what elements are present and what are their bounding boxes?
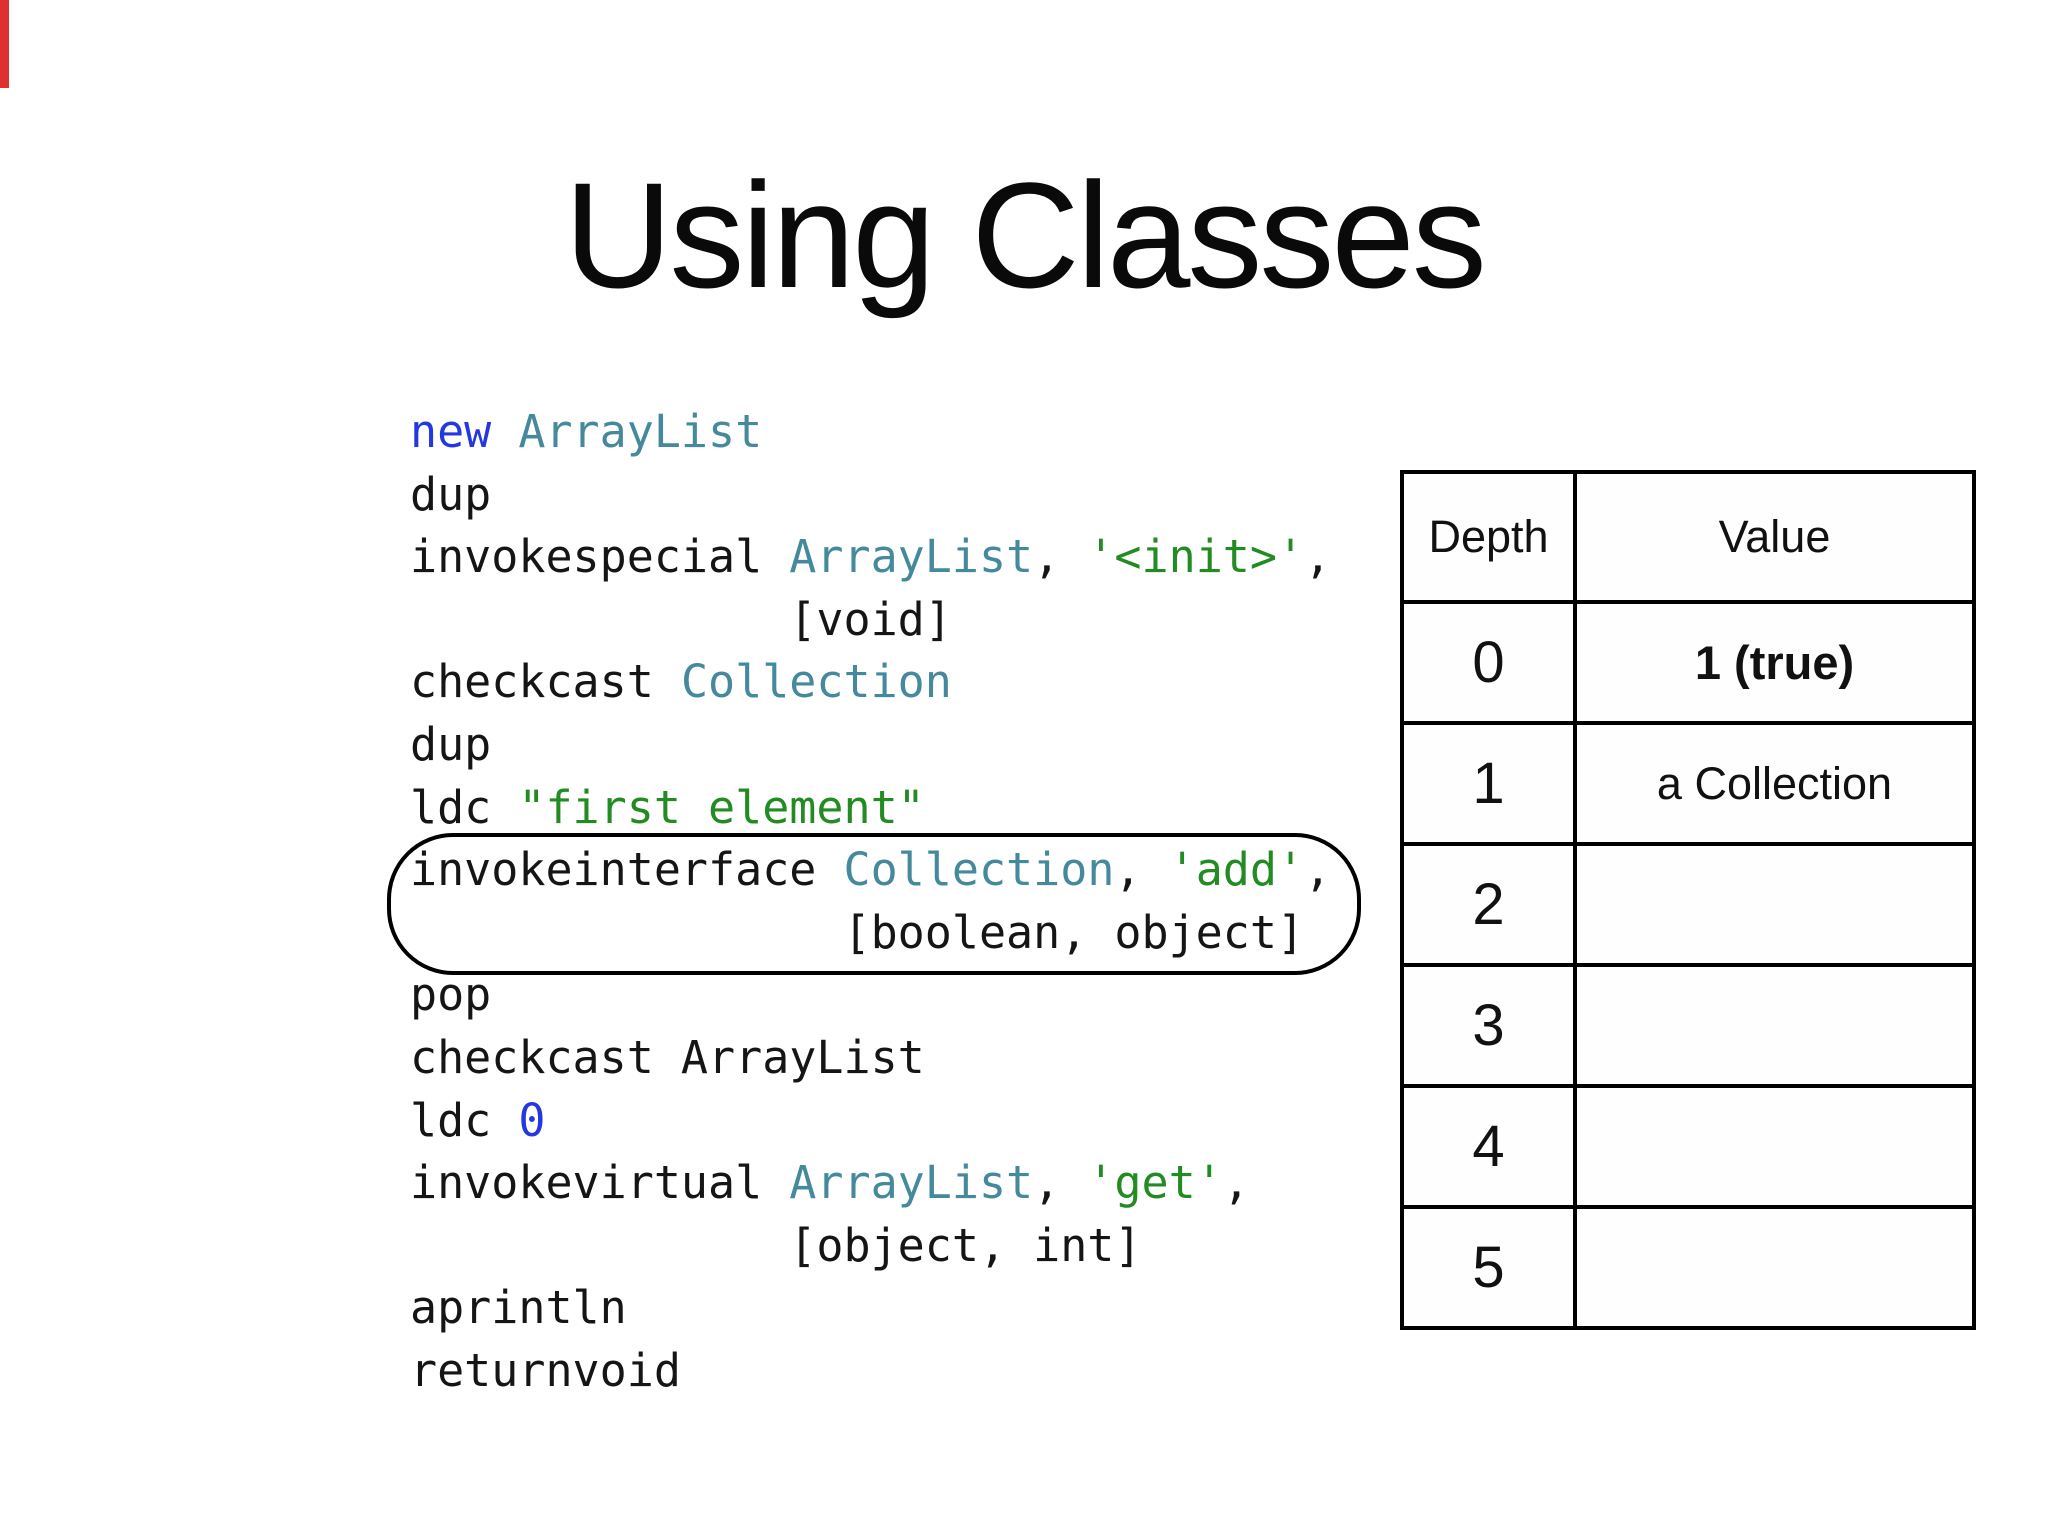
depth-column-header: Depth	[1400, 470, 1577, 604]
value-cell	[1573, 842, 1976, 967]
code-token-plain: [boolean, object]	[410, 905, 1305, 959]
table-row: 5	[1400, 1205, 1976, 1330]
invokeinterface-highlight-oval	[387, 833, 1361, 975]
code-token-plain: ,	[1222, 1156, 1250, 1210]
code-token-plain: dup	[410, 717, 492, 771]
code-token-string: '<init>'	[1087, 530, 1305, 584]
depth-cell: 0	[1400, 600, 1577, 725]
code-token-plain: ,	[1033, 1156, 1088, 1210]
code-token-plain: ,	[1033, 530, 1088, 584]
slide-title: Using Classes	[564, 151, 1487, 319]
depth-cell: 1	[1400, 721, 1577, 846]
value-cell	[1573, 1205, 1976, 1330]
code-line: checkcast Collection	[410, 651, 1331, 714]
code-line: dup	[410, 464, 1331, 527]
code-token-classname: ArrayList	[518, 405, 763, 458]
code-token-string: 'get'	[1087, 1156, 1223, 1210]
code-line: returnvoid	[410, 1340, 1331, 1403]
table-row: 4	[1400, 1084, 1976, 1209]
code-line: dup	[410, 714, 1331, 777]
code-token-plain: checkcast	[410, 655, 681, 709]
value-cell: 1 (true)	[1573, 600, 1976, 725]
value-cell	[1573, 963, 1976, 1088]
code-line: pop	[410, 964, 1331, 1027]
code-line: aprintln	[410, 1277, 1331, 1340]
code-token-plain: [object, int]	[410, 1218, 1142, 1272]
code-token-plain: dup	[410, 467, 492, 521]
value-cell: a Collection	[1573, 721, 1976, 846]
code-token-classname: Collection	[843, 843, 1115, 897]
code-token-plain: returnvoid	[410, 1343, 681, 1397]
table-row: 2	[1400, 842, 1976, 967]
code-token-plain: ,	[1304, 530, 1332, 584]
code-line: invokespecial ArrayList, '<init>',	[410, 526, 1331, 589]
value-column-header: Value	[1573, 470, 1976, 604]
table-header-row: Depth Value	[1400, 470, 1976, 604]
red-corner-mark	[0, 0, 9, 88]
code-token-plain: invokeinterface	[410, 843, 844, 897]
code-token-plain: ldc	[410, 780, 519, 834]
code-token-classname: ArrayList	[789, 530, 1034, 584]
code-token-plain: pop	[410, 968, 492, 1022]
code-token-plain: checkcast ArrayList	[410, 1030, 925, 1084]
code-token-number: 0	[518, 1093, 546, 1147]
depth-cell: 2	[1400, 842, 1577, 967]
code-line: checkcast ArrayList	[410, 1027, 1331, 1090]
code-line: [void]	[410, 589, 1331, 652]
code-token-string: "first element"	[518, 780, 925, 834]
code-line: invokeinterface Collection, 'add',	[410, 839, 1331, 902]
table-row: 3	[1400, 963, 1976, 1088]
depth-cell: 5	[1400, 1205, 1577, 1330]
code-token-plain: ldc	[410, 1093, 519, 1147]
code-token-classname: Collection	[680, 655, 952, 709]
code-line: new ArrayList	[410, 401, 1331, 464]
value-cell	[1573, 1084, 1976, 1209]
depth-cell: 4	[1400, 1084, 1577, 1209]
code-token-plain	[491, 405, 518, 458]
depth-cell: 3	[1400, 963, 1577, 1088]
code-line: [boolean, object]	[410, 902, 1331, 965]
code-token-string: 'add'	[1168, 843, 1305, 897]
code-token-plain: invokevirtual	[410, 1156, 790, 1210]
code-token-plain: [void]	[410, 592, 952, 646]
code-line: ldc "first element"	[410, 777, 1331, 840]
code-token-keyword: new	[410, 405, 492, 458]
code-token-plain: invokespecial	[410, 530, 790, 584]
code-token-classname: ArrayList	[789, 1156, 1034, 1210]
code-token-plain: ,	[1114, 843, 1169, 897]
code-line: invokevirtual ArrayList, 'get',	[410, 1152, 1331, 1215]
code-line: [object, int]	[410, 1215, 1331, 1278]
code-line: ldc 0	[410, 1090, 1331, 1153]
code-token-plain: aprintln	[410, 1281, 627, 1335]
